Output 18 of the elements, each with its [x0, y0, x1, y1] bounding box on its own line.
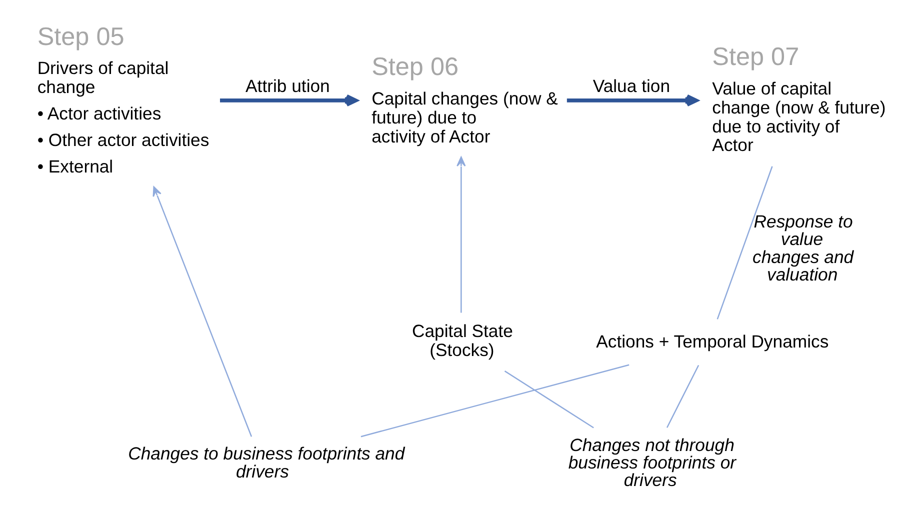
- connector: [504, 370, 594, 428]
- node-text: Changes to business footprints and drivers: [128, 443, 405, 481]
- node-text: Step 07 Value of capital change (now & future) due to activity of Actor: [712, 42, 886, 155]
- edge-label: Attrib ution: [246, 75, 330, 96]
- connector: [716, 166, 773, 319]
- connector: [360, 364, 630, 437]
- arrow: [566, 94, 698, 106]
- edge-label: Valua tion: [592, 75, 670, 96]
- arrow: [220, 94, 358, 106]
- arrow: [152, 186, 252, 436]
- node-text: Step 06 Capital changes (now & future) due to activity of Actor: [372, 52, 558, 146]
- node-text: Changes not through business footprints or drivers: [568, 434, 736, 490]
- node-text: Actions + Temporal Dynamics: [596, 330, 829, 351]
- edge-label: Response to value changes and valuation: [752, 210, 854, 284]
- node-text: Capital State (Stocks): [412, 320, 513, 360]
- connector: [666, 364, 700, 428]
- arrow: [456, 156, 466, 312]
- node-text: Step 05 Drivers of capital change • Actor activities • Other actor activities • External: [37, 22, 210, 176]
